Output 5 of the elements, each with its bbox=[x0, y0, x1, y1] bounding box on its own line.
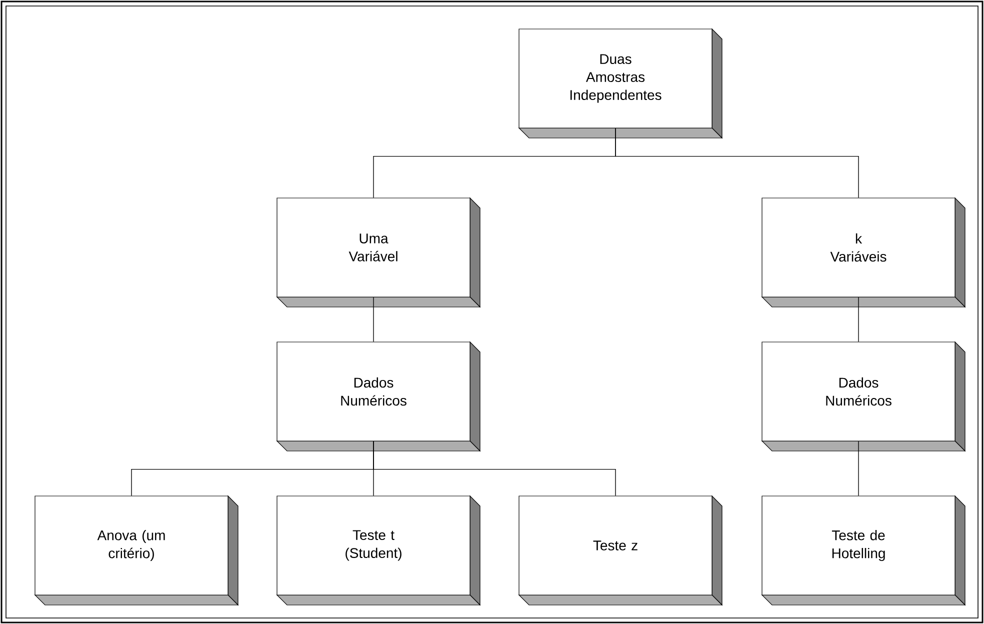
connector-line bbox=[373, 296, 374, 342]
connector-line bbox=[858, 296, 859, 342]
connector-line bbox=[615, 128, 859, 198]
connector-line bbox=[858, 440, 859, 496]
connector-line bbox=[373, 440, 616, 496]
